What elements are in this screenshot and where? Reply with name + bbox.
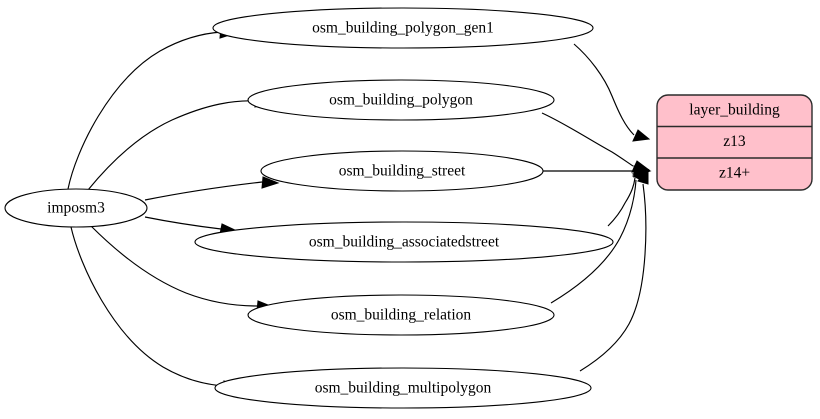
edge-osm-building-polygon-gen1-to-layer-z13[interactable] [573,43,651,142]
layer-building-name-label: layer_building [689,102,780,119]
node-osm-building-associatedstreet-label: osm_building_associatedstreet [309,234,500,251]
edge-osm-building-multipolygon-to-layer-z14plus[interactable] [579,168,649,372]
node-osm-building-street-label: osm_building_street [339,163,466,180]
node-imposm3[interactable]: imposm3 [4,188,148,228]
edge-imposm3-to-osm-building-polygon-gen1[interactable] [67,26,238,190]
node-osm-building-polygon-label: osm_building_polygon [329,92,473,109]
node-osm-building-polygon-gen1-label: osm_building_polygon_gen1 [312,20,494,37]
edge-imposm3-to-osm-building-multipolygon[interactable] [70,226,242,393]
node-layer-building[interactable]: layer_building z13 z14+ [656,94,813,191]
layer-building-z14plus-label: z14+ [719,165,750,182]
node-osm-building-polygon-gen1[interactable]: osm_building_polygon_gen1 [212,7,594,49]
node-osm-building-polygon[interactable]: osm_building_polygon [247,79,555,121]
edge-imposm3-to-osm-building-polygon[interactable] [87,95,274,191]
edge-imposm3-to-osm-building-street[interactable] [144,176,280,201]
node-osm-building-street[interactable]: osm_building_street [260,150,544,192]
node-osm-building-relation[interactable]: osm_building_relation [247,294,555,336]
node-osm-building-multipolygon[interactable]: osm_building_multipolygon [214,367,592,409]
node-osm-building-relation-label: osm_building_relation [331,307,472,324]
node-imposm3-label: imposm3 [47,200,105,217]
layer-building-z13-label: z13 [723,133,746,150]
node-osm-building-associatedstreet[interactable]: osm_building_associatedstreet [194,221,614,263]
edge-group-tables-to-layer [541,43,652,372]
edge-osm-building-polygon-to-layer-z14plus[interactable] [541,112,651,173]
node-osm-building-multipolygon-label: osm_building_multipolygon [315,380,492,397]
